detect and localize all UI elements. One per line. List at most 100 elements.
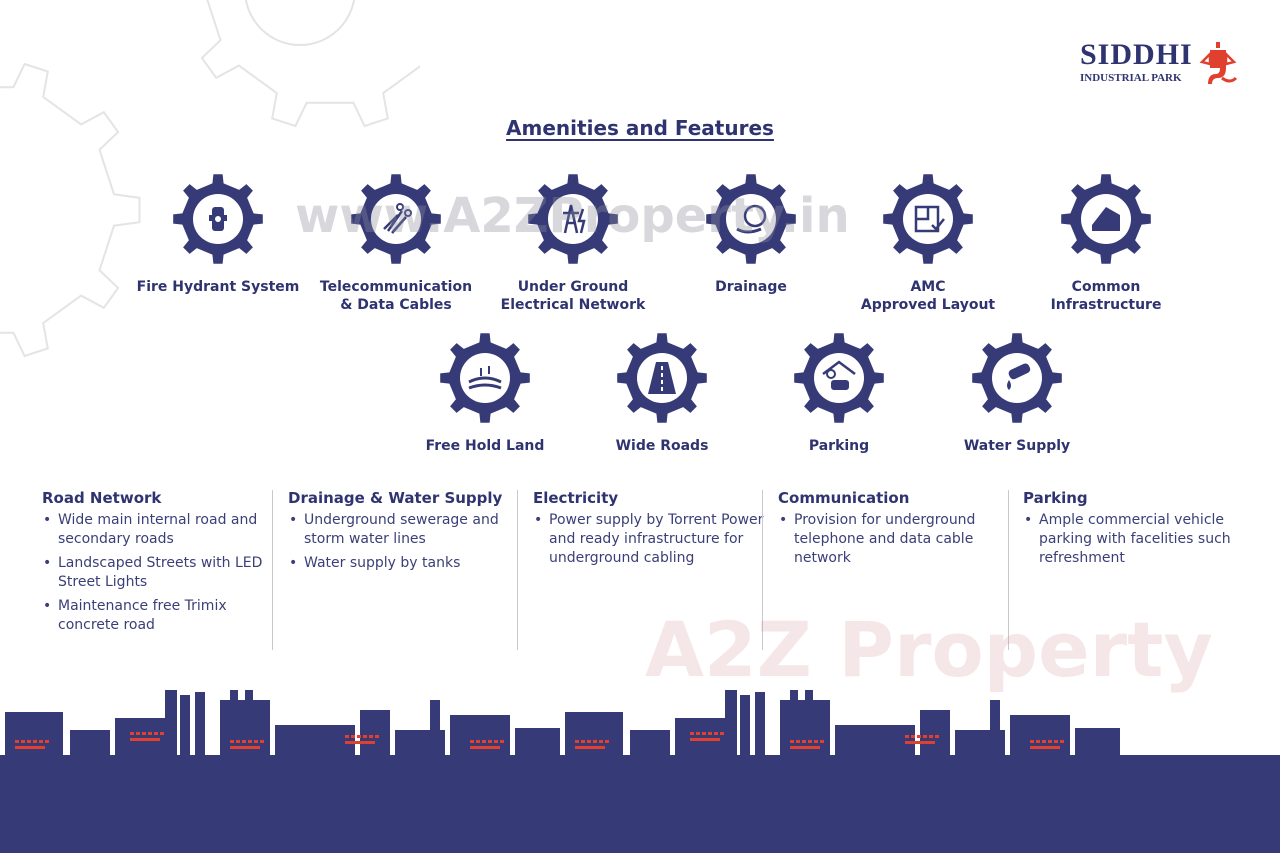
background-gear bbox=[200, 0, 420, 128]
skyline-shape bbox=[808, 740, 812, 743]
skyline-shape bbox=[70, 730, 110, 755]
skyline-shape bbox=[494, 740, 498, 743]
skyline-shape bbox=[911, 735, 915, 738]
skyline-shape bbox=[690, 738, 720, 741]
skyline-shape bbox=[630, 730, 670, 755]
skyline-shape bbox=[242, 740, 246, 743]
skyline-shape bbox=[702, 732, 706, 735]
skyline-shape bbox=[27, 740, 31, 743]
skyline-shape bbox=[935, 735, 939, 738]
skyline-shape bbox=[260, 740, 264, 743]
skyline-shape bbox=[476, 740, 480, 743]
skyline-shape bbox=[696, 732, 700, 735]
ganesha-logo-icon bbox=[1199, 42, 1238, 84]
siddhi-logo: SIDDHI INDUSTRIAL PARK bbox=[1080, 40, 1240, 90]
divider bbox=[762, 490, 763, 650]
background-gear-outline bbox=[0, 0, 420, 358]
amenity-label: Common Infrastructure bbox=[1050, 279, 1162, 313]
skyline-shape bbox=[148, 732, 152, 735]
skyline-shape bbox=[500, 740, 504, 743]
feature-bullet: Landscaped Streets with LED Street Light… bbox=[42, 554, 277, 592]
skyline-shape bbox=[245, 690, 253, 750]
skyline-shape bbox=[714, 732, 718, 735]
skyline-shape bbox=[1060, 740, 1064, 743]
skyline-shape bbox=[488, 740, 492, 743]
amenity-label: Fire Hydrant System bbox=[136, 279, 300, 295]
skyline-shape bbox=[581, 740, 585, 743]
skyline-shape bbox=[236, 740, 240, 743]
building-icon bbox=[1061, 174, 1151, 264]
amenity-label: AMC Approved Layout bbox=[860, 279, 996, 313]
amenity-label: Telecommunication & Data Cables bbox=[319, 279, 473, 313]
road-icon bbox=[617, 333, 707, 423]
skyline-shape bbox=[33, 740, 37, 743]
feature-drainage-water: Drainage & Water SupplyUnderground sewer… bbox=[288, 489, 523, 578]
amenity-item: Fire Hydrant System bbox=[133, 173, 303, 296]
feature-bullet: Maintenance free Trimix concrete road bbox=[42, 597, 277, 635]
parking-icon bbox=[794, 333, 884, 423]
skyline-shape bbox=[254, 740, 258, 743]
skyline-shape bbox=[1036, 740, 1040, 743]
skyline-shape bbox=[154, 732, 158, 735]
skyline-shape bbox=[708, 732, 712, 735]
skyline-shape bbox=[248, 740, 252, 743]
skyline-shape bbox=[796, 740, 800, 743]
electric-tower-icon bbox=[528, 174, 618, 264]
skyline-shape bbox=[820, 740, 824, 743]
skyline-shape bbox=[923, 735, 927, 738]
skyline-shape bbox=[929, 735, 933, 738]
skyline-shape bbox=[720, 732, 724, 735]
skyline-shape bbox=[15, 740, 19, 743]
amenity-label: Water Supply bbox=[963, 438, 1071, 454]
skyline-shape bbox=[351, 735, 355, 738]
skyline-shape bbox=[39, 740, 43, 743]
skyline-shape bbox=[165, 690, 177, 755]
skyline-shape bbox=[363, 735, 367, 738]
skyline-shape bbox=[1042, 740, 1046, 743]
skyline-shape bbox=[790, 746, 820, 749]
skyline-shape bbox=[599, 740, 603, 743]
amenity-label: Under Ground Electrical Network bbox=[500, 279, 646, 313]
skyline-shape bbox=[575, 746, 605, 749]
feature-electricity: ElectricityPower supply by Torrent Power… bbox=[533, 489, 768, 573]
skyline-shape bbox=[345, 741, 375, 744]
feature-bullet: Power supply by Torrent Power and ready … bbox=[533, 511, 768, 568]
amenity-label: Free Hold Land bbox=[425, 438, 545, 454]
skyline-shape bbox=[690, 732, 694, 735]
skyline-shape bbox=[357, 735, 361, 738]
feature-bullet: Ample commercial vehicle parking with fa… bbox=[1023, 511, 1258, 568]
skyline-shape bbox=[230, 746, 260, 749]
skyline-shape bbox=[470, 740, 474, 743]
page-title: Amenities and Features bbox=[506, 116, 774, 140]
amenity-item: Water Supply bbox=[932, 332, 1102, 455]
water-pipe-icon bbox=[972, 333, 1062, 423]
skyline-shape bbox=[605, 740, 609, 743]
layout-plan-icon bbox=[883, 174, 973, 264]
feature-parking: ParkingAmple commercial vehicle parking … bbox=[1023, 489, 1258, 573]
feature-bullet: Wide main internal road and secondary ro… bbox=[42, 511, 277, 549]
skyline-shape bbox=[905, 735, 909, 738]
drainage-icon bbox=[706, 174, 796, 264]
amenity-item: AMC Approved Layout bbox=[843, 173, 1013, 314]
skyline-shape bbox=[230, 690, 238, 750]
skyline-shape bbox=[470, 746, 500, 749]
skyline-shape bbox=[136, 732, 140, 735]
skyline-shape bbox=[180, 695, 190, 755]
skyline-shape bbox=[130, 738, 160, 741]
skyline-shape bbox=[1030, 740, 1034, 743]
skyline-shape bbox=[45, 740, 49, 743]
skyline-shape bbox=[905, 741, 935, 744]
brand-subtitle: INDUSTRIAL PARK bbox=[1080, 72, 1182, 84]
skyline-shape bbox=[375, 735, 379, 738]
skyline-shape bbox=[482, 740, 486, 743]
amenity-label: Drainage bbox=[715, 279, 787, 295]
skyline-shape bbox=[515, 728, 560, 755]
brand-name: SIDDHI bbox=[1080, 38, 1193, 71]
skyline-shape bbox=[790, 690, 798, 750]
skyline-shape bbox=[593, 740, 597, 743]
skyline-shape bbox=[725, 690, 737, 755]
skyline-shape bbox=[369, 735, 373, 738]
skyline-shape bbox=[917, 735, 921, 738]
feature-bullet: Water supply by tanks bbox=[288, 554, 523, 573]
amenity-item: Parking bbox=[754, 332, 924, 455]
